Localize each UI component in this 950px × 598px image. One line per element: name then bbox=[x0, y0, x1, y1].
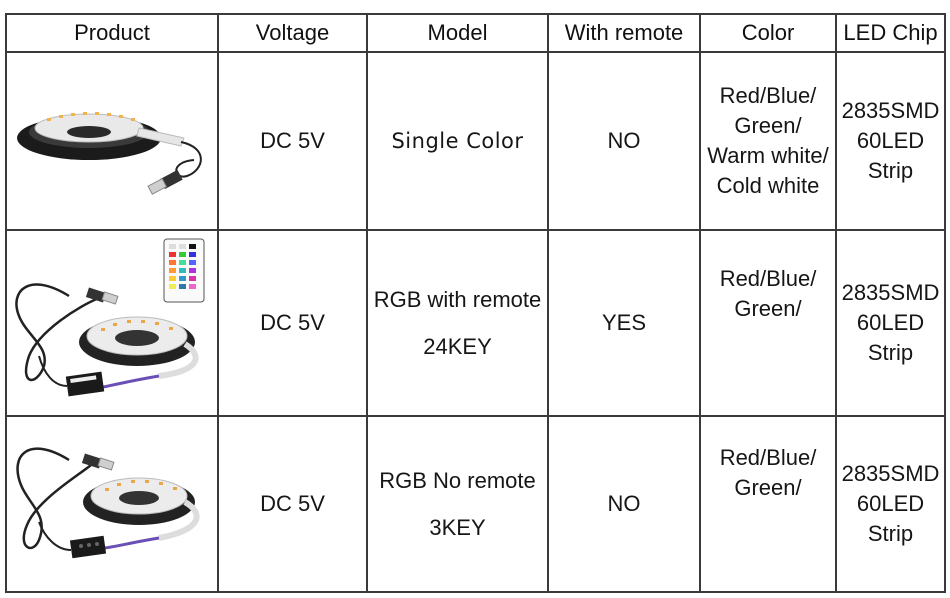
grid-line-col4 bbox=[699, 13, 701, 593]
product-image-rgb-with-remote bbox=[15, 238, 205, 397]
row1-model: Single Color bbox=[391, 129, 524, 153]
row2-chip-line2: 60LED bbox=[856, 310, 925, 335]
row1-led-chip: 2835SMD 60LED Strip bbox=[837, 53, 944, 229]
header-model: Model bbox=[427, 20, 488, 45]
row2-color-line2: Green/ bbox=[734, 296, 802, 321]
row1-with-remote: NO bbox=[607, 128, 641, 153]
grid-line-bottom bbox=[5, 591, 946, 593]
controller-box bbox=[65, 371, 105, 397]
product-image-rgb-no-remote bbox=[16, 447, 200, 559]
row1-color-line2: Green/ bbox=[734, 113, 802, 138]
row3-color: Red/Blue/ Green/ bbox=[701, 417, 835, 591]
product-image-single-color bbox=[17, 112, 202, 195]
grid-line-row2 bbox=[5, 415, 946, 417]
grid-line-col1 bbox=[217, 13, 219, 593]
row3-led-chip: 2835SMD 60LED Strip bbox=[837, 417, 944, 591]
row1-chip-line2: 60LED bbox=[856, 128, 925, 153]
row1-color: Red/Blue/ Green/ Warm white/ Cold white bbox=[701, 53, 835, 229]
grid-line-col6 bbox=[944, 13, 946, 593]
grid-line-col2 bbox=[366, 13, 368, 593]
row3-chip-line1: 2835SMD bbox=[841, 461, 940, 486]
row3-color-line1: Red/Blue/ bbox=[719, 445, 817, 470]
row1-chip-line3: Strip bbox=[867, 158, 914, 183]
row2-led-chip: 2835SMD 60LED Strip bbox=[837, 231, 944, 415]
row2-chip-line3: Strip bbox=[867, 340, 914, 365]
header-product: Product bbox=[74, 20, 150, 45]
row1-color-line4: Cold white bbox=[716, 173, 820, 198]
row3-model: RGB No remote 3KEY bbox=[368, 417, 547, 591]
row1-color-line3: Warm white/ bbox=[707, 143, 829, 168]
header-voltage: Voltage bbox=[255, 20, 330, 45]
grid-line-col0 bbox=[5, 13, 7, 593]
row2-chip-line1: 2835SMD bbox=[841, 280, 940, 305]
row3-voltage: DC 5V bbox=[260, 491, 325, 516]
row1-color-line1: Red/Blue/ bbox=[719, 83, 817, 108]
row3-chip-line2: 60LED bbox=[856, 491, 925, 516]
row1-chip-line1: 2835SMD bbox=[841, 98, 940, 123]
header-led-chip: LED Chip bbox=[843, 20, 938, 45]
led-dots bbox=[47, 112, 135, 121]
header-with-remote: With remote bbox=[564, 20, 684, 45]
row3-color-line2: Green/ bbox=[734, 475, 802, 500]
row1-voltage: DC 5V bbox=[260, 128, 325, 153]
grid-line-col5 bbox=[835, 13, 837, 593]
grid-line-header bbox=[5, 51, 946, 53]
row2-voltage: DC 5V bbox=[260, 310, 325, 335]
row2-model-line1: RGB with remote bbox=[373, 286, 542, 312]
row3-with-remote: NO bbox=[607, 491, 641, 516]
row2-model-line2: 24KEY bbox=[423, 333, 492, 359]
row2-model: RGB with remote 24KEY bbox=[368, 231, 547, 415]
row2-color: Red/Blue/ Green/ bbox=[701, 231, 835, 415]
row3-model-line2: 3KEY bbox=[429, 514, 486, 540]
reel-hub bbox=[67, 126, 111, 138]
row3-model-line1: RGB No remote bbox=[379, 467, 536, 493]
header-color: Color bbox=[741, 20, 795, 45]
row3-chip-line3: Strip bbox=[867, 521, 914, 546]
row2-color-line1: Red/Blue/ bbox=[719, 266, 817, 291]
grid-line-top bbox=[5, 13, 946, 15]
remote-buttons bbox=[169, 244, 196, 289]
grid-line-row1 bbox=[5, 229, 946, 231]
grid-line-col3 bbox=[547, 13, 549, 593]
controller-box bbox=[69, 535, 107, 559]
row2-with-remote: YES bbox=[601, 310, 647, 335]
